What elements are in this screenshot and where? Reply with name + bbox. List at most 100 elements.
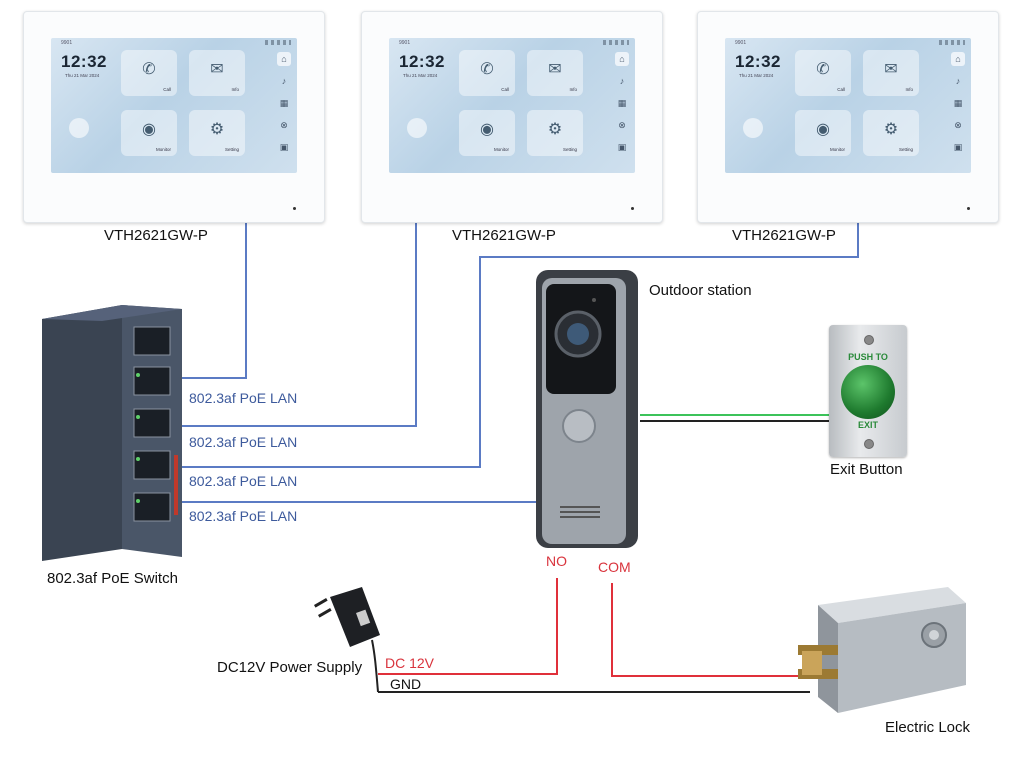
tile-label: Setting bbox=[224, 147, 239, 152]
screen-sidebar: ⌂ ♪ ▦ ⊗ ▣ bbox=[945, 38, 971, 173]
shield-icon: ⊗ bbox=[618, 120, 626, 130]
lan-wire-2 bbox=[165, 222, 417, 427]
lan-wire-3 bbox=[165, 222, 859, 468]
gear-icon: ⚙ bbox=[209, 121, 225, 139]
power-adapter-icon bbox=[314, 587, 380, 647]
dc-12v-label: DC 12V bbox=[385, 655, 435, 671]
tile-label: Setting bbox=[562, 147, 577, 152]
setting-tile: ⚙ Setting bbox=[527, 110, 583, 156]
indoor-monitor-1: 9901 12:32 Thu 21 Mar 2024 ✆ Call ✉ Info ◉… bbox=[23, 11, 325, 223]
screen-sidebar: ⌂ ♪ ▦ ⊗ ▣ bbox=[609, 38, 635, 173]
phone-icon: ✆ bbox=[816, 61, 830, 79]
status-id: 9901 bbox=[61, 40, 73, 46]
phone-icon: ✆ bbox=[480, 61, 494, 79]
indicator-dot bbox=[631, 207, 634, 210]
shield-icon: ⊗ bbox=[280, 120, 288, 130]
screen-sidebar: ⌂ ♪ ▦ ⊗ ▣ bbox=[271, 38, 297, 173]
mail-icon: ✉ bbox=[210, 61, 224, 79]
bell-off-icon: ♪ bbox=[281, 76, 287, 86]
monitor-tile: ◉ Monitor bbox=[121, 110, 177, 156]
adapter-cable bbox=[371, 639, 379, 693]
camera-shortcut-icon bbox=[407, 118, 427, 138]
monitor-tile: ◉ Monitor bbox=[459, 110, 515, 156]
tile-label: Info bbox=[231, 87, 239, 92]
camera-icon: ◉ bbox=[142, 121, 156, 139]
lan-label-4: 802.3af PoE LAN bbox=[189, 508, 298, 524]
camera-icon: ◉ bbox=[480, 121, 494, 139]
screw-icon bbox=[864, 439, 874, 449]
electric-lock-label: Electric Lock bbox=[885, 719, 971, 736]
bell-off-icon: ♪ bbox=[955, 76, 961, 86]
status-icons bbox=[603, 40, 629, 45]
exit-button-label: Exit Button bbox=[830, 461, 903, 478]
monitor-2-label: VTH2621GW-P bbox=[452, 227, 556, 244]
home-icon: ⌂ bbox=[615, 52, 629, 66]
clock: 12:32 bbox=[735, 52, 781, 71]
indicator-dot bbox=[293, 207, 296, 210]
qr-icon: ▦ bbox=[279, 98, 289, 108]
lan-wire-1 bbox=[165, 222, 247, 379]
outdoor-station-icon bbox=[536, 270, 638, 548]
gnd-label: GND bbox=[390, 676, 422, 692]
outdoor-station-label: Outdoor station bbox=[649, 282, 752, 299]
status-icons bbox=[265, 40, 291, 45]
tile-label: Setting bbox=[898, 147, 913, 152]
exit-text: EXIT bbox=[857, 420, 878, 430]
info-tile: ✉ Info bbox=[189, 50, 245, 96]
poe-switch-icon bbox=[42, 305, 182, 561]
shield-icon: ⊗ bbox=[954, 120, 962, 130]
mail-icon: ✉ bbox=[884, 61, 898, 79]
monitor-screen: 9901 12:32 Thu 21 Mar 2024 ✆ Call ✉ Info ◉… bbox=[51, 38, 297, 173]
status-icons bbox=[939, 40, 965, 45]
power-supply-label: DC12V Power Supply bbox=[217, 659, 363, 676]
bell-off-icon: ♪ bbox=[619, 76, 625, 86]
home-icon: ⌂ bbox=[951, 52, 965, 66]
date: Thu 21 Mar 2024 bbox=[739, 73, 774, 78]
com-terminal-label: COM bbox=[598, 559, 631, 575]
mail-icon: ✉ bbox=[548, 61, 562, 79]
camera-icon: ◉ bbox=[816, 121, 830, 139]
push-to-text: PUSH TO bbox=[848, 352, 888, 362]
apps-icon: ▣ bbox=[953, 142, 963, 152]
tile-label: Monitor bbox=[493, 147, 509, 152]
exit-button-icon: PUSH TO EXIT bbox=[829, 325, 907, 457]
tile-label: Info bbox=[569, 87, 577, 92]
lan-label-2: 802.3af PoE LAN bbox=[189, 434, 298, 450]
clock: 12:32 bbox=[399, 52, 445, 71]
date: Thu 21 Mar 2024 bbox=[403, 73, 438, 78]
indoor-monitor-3: 9901 12:32 Thu 21 Mar 2024 ✆Call ✉Info ◉… bbox=[697, 11, 999, 223]
indoor-monitor-2: 9901 12:32 Thu 21 Mar 2024 ✆ Call ✉ Info ◉… bbox=[361, 11, 663, 223]
monitor-3-label: VTH2621GW-P bbox=[732, 227, 836, 244]
qr-icon: ▦ bbox=[953, 98, 963, 108]
monitor-screen: 9901 12:32 Thu 21 Mar 2024 ✆ Call ✉ Info ◉… bbox=[389, 38, 635, 173]
com-wire bbox=[611, 583, 805, 677]
no-wire bbox=[378, 578, 558, 675]
qr-icon: ▦ bbox=[617, 98, 627, 108]
call-tile: ✆ Call bbox=[121, 50, 177, 96]
screw-icon bbox=[864, 335, 874, 345]
switch-label: 802.3af PoE Switch bbox=[47, 570, 178, 587]
info-tile: ✉Info bbox=[863, 50, 919, 96]
electric-lock-icon bbox=[798, 587, 966, 713]
date: Thu 21 Mar 2024 bbox=[65, 73, 100, 78]
clock: 12:32 bbox=[61, 52, 107, 71]
tile-label: Call bbox=[163, 87, 171, 92]
gear-icon: ⚙ bbox=[883, 121, 899, 139]
tile-label: Monitor bbox=[155, 147, 171, 152]
camera-shortcut-icon bbox=[69, 118, 89, 138]
call-tile: ✆Call bbox=[795, 50, 851, 96]
lan-label-1: 802.3af PoE LAN bbox=[189, 390, 298, 406]
call-tile: ✆ Call bbox=[459, 50, 515, 96]
tile-label: Call bbox=[501, 87, 509, 92]
status-id: 9901 bbox=[399, 40, 411, 46]
gear-icon: ⚙ bbox=[547, 121, 563, 139]
monitor-tile: ◉ Monitor bbox=[795, 110, 851, 156]
setting-tile: ⚙ Setting bbox=[189, 110, 245, 156]
monitor-1-label: VTH2621GW-P bbox=[104, 227, 208, 244]
lan-label-3: 802.3af PoE LAN bbox=[189, 473, 298, 489]
tile-label: Monitor bbox=[829, 147, 845, 152]
phone-icon: ✆ bbox=[142, 61, 156, 79]
apps-icon: ▣ bbox=[617, 142, 627, 152]
camera-shortcut-icon bbox=[743, 118, 763, 138]
monitor-screen: 9901 12:32 Thu 21 Mar 2024 ✆Call ✉Info ◉… bbox=[725, 38, 971, 173]
